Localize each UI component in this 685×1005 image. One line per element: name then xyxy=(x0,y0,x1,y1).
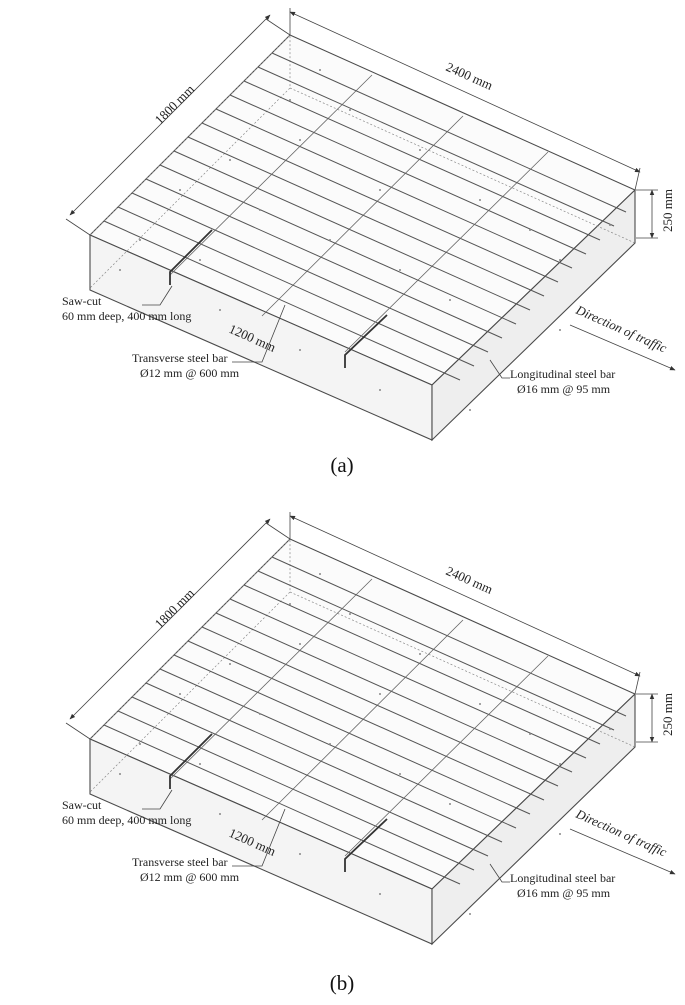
longitudinal-bar-spec-label: Ø16 mm @ 95 mm xyxy=(517,382,611,396)
slab-top-face xyxy=(89,34,636,386)
slab-right-face xyxy=(431,692,636,946)
dim-length-line xyxy=(289,515,641,677)
traffic-direction-label: Direction of traffic xyxy=(573,806,670,860)
sawcut-spec-label: 60 mm deep, 400 mm long xyxy=(62,813,191,827)
saw-cut-left xyxy=(169,733,213,789)
saw-cut-right xyxy=(344,818,388,872)
saw-cut-right xyxy=(344,314,388,368)
transverse-bar-label: Transverse steel bar xyxy=(132,351,228,365)
transverse-bar-spec-label: Ø12 mm @ 600 mm xyxy=(140,366,240,380)
traffic-direction-arrow xyxy=(569,828,676,875)
sawcut-label: Saw-cut xyxy=(62,798,102,812)
dim-thickness-label: 250 mm xyxy=(660,693,675,736)
dim-width-line xyxy=(69,518,271,720)
panel-caption: (b) xyxy=(330,971,355,995)
transverse-bar-label: Transverse steel bar xyxy=(132,855,228,869)
slab-right-face xyxy=(431,188,636,442)
transverse-bar-spec-label: Ø12 mm @ 600 mm xyxy=(140,870,240,884)
dim-length-label: 2400 mm xyxy=(444,563,495,597)
dim-width-line xyxy=(69,14,271,216)
panel-caption: (a) xyxy=(330,453,353,477)
slab-top-face xyxy=(89,538,636,890)
longitudinal-bar-label: Longitudinal steel bar xyxy=(510,871,615,885)
sawcut-spec-label: 60 mm deep, 400 mm long xyxy=(62,309,191,323)
saw-cut-left xyxy=(169,229,213,285)
dim-thickness-label: 250 mm xyxy=(660,189,675,232)
traffic-direction-arrow xyxy=(569,324,676,371)
dim-length-label: 2400 mm xyxy=(444,59,495,93)
dim-width-label: 1800 mm xyxy=(152,586,198,632)
panel-b: 1800 mm 2400 mm 250 mm 1200 mm Direction… xyxy=(62,512,676,995)
longitudinal-bar-label: Longitudinal steel bar xyxy=(510,367,615,381)
sawcut-label: Saw-cut xyxy=(62,294,102,308)
dim-length-line xyxy=(289,11,641,173)
traffic-direction-label: Direction of traffic xyxy=(573,302,670,356)
panel-a: 1800 mm 2400 mm 250 mm 1200 mm Direction… xyxy=(62,8,676,477)
dim-width-label: 1800 mm xyxy=(152,82,198,128)
longitudinal-bar-spec-label: Ø16 mm @ 95 mm xyxy=(517,886,611,900)
